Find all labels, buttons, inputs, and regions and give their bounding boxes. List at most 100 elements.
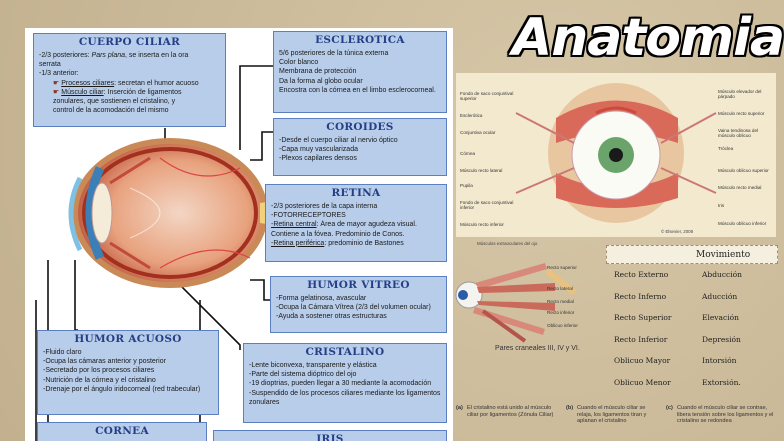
- movimiento-header: Movimiento: [696, 250, 751, 260]
- cuerpo-ciliar-title: CUERPO CILIAR: [78, 36, 181, 48]
- retina-box: RETINA -2/3 posteriores de la capa inter…: [265, 184, 447, 262]
- diagram-label: Músculo recto lateral: [460, 168, 503, 173]
- cuerpo-ciliar-line: zonulares, que sostienen el cristalino, …: [53, 98, 176, 106]
- movimiento-action: Depresión: [702, 334, 741, 344]
- cuerpo-ciliar-line: serrata: [39, 61, 61, 69]
- movimiento-action: Elevación: [702, 313, 739, 322]
- iris-box: IRIS: [213, 430, 447, 441]
- diagram-label: Músculo elevador del párpado: [718, 89, 762, 100]
- diagram-label: Músculo recto inferior: [460, 222, 504, 227]
- humor-vitreo-title: HUMOR VITREO: [307, 279, 410, 291]
- orbit-diagram-image: [515, 83, 717, 223]
- humor-acuoso-line: -Ocupa las cámaras anterior y posterior: [43, 358, 166, 366]
- caption-tag: (a): [456, 405, 463, 411]
- caption-text: El cristalino está unido al músculo cili…: [467, 405, 554, 418]
- diagram-label: Esclerótica: [460, 113, 483, 118]
- caption-tag: (c): [666, 405, 673, 411]
- esclerotica-line: 5/6 posteriores de la túnica externa: [279, 50, 389, 57]
- caption-text: Cuando el músculo ciliar se relaja, los …: [577, 405, 647, 425]
- humor-acuoso-line: -Fluido claro: [43, 349, 82, 356]
- retina-line: -Retina central: Área de mayor agudeza v…: [271, 221, 417, 229]
- retina-line: -FOTORRECEPTORES: [271, 212, 346, 220]
- diagram-label: Tróclea: [718, 146, 734, 151]
- movimiento-header-box: [606, 245, 778, 264]
- page-title: Anatomia: [512, 8, 784, 68]
- coroides-title: COROIDES: [326, 121, 394, 133]
- diagram-label: Fondo de saco conjuntival superior: [460, 91, 514, 102]
- muscle-label: Oblicuo inferior: [547, 323, 578, 328]
- cuerpo-ciliar-box: CUERPO CILIAR -2/3 posteriores: Pars pla…: [33, 33, 226, 127]
- hand-pointer-icon: ☛: [53, 79, 62, 87]
- cuerpo-ciliar-bullet: ☛ Procesos ciliares: secretan el humor a…: [53, 79, 199, 87]
- cristalino-line: -Suspendido de los procesos ciliares med…: [249, 389, 441, 406]
- cristalino-line: -Parte del sistema dióptrico del ojo: [249, 371, 357, 379]
- muscle-label: Recto inferior: [547, 310, 575, 315]
- cuerpo-ciliar-bullet: ☛ Músculo ciliar: Inserción de ligamento…: [53, 88, 182, 96]
- muscle-label: Recto medial: [547, 299, 574, 304]
- movimiento-action: Intorsión: [702, 356, 737, 365]
- movimiento-muscle: Recto Inferior: [614, 334, 668, 344]
- movimiento-muscle: Recto Superior: [614, 313, 672, 322]
- diagram-label: Músculo oblicuo superior: [718, 168, 769, 173]
- cristalino-title: CRISTALINO: [305, 346, 385, 358]
- movimiento-muscle: Oblicuo Menor: [614, 377, 671, 387]
- humor-acuoso-line: -Drenaje por el ángulo iridocorneal (red…: [43, 385, 201, 393]
- diagram-label: Córnea: [460, 151, 476, 156]
- diagram-label: Músculo oblicuo inferior: [718, 221, 767, 226]
- cuerpo-ciliar-line: -1/3 anterior:: [39, 70, 79, 78]
- humor-acuoso-line: -Nutrición de la córnea y el cristalino: [43, 376, 156, 384]
- coroides-line: -Capa muy vascularizada: [279, 146, 358, 154]
- muscle-label: Recto lateral: [547, 286, 573, 291]
- esclerotica-line: Membrana de protección: [279, 68, 357, 76]
- cuerpo-ciliar-line: control de la acomodación del mismo: [53, 107, 169, 115]
- diagram-label: Fondo de saco conjuntival inferior: [460, 200, 514, 211]
- diagram-label: Pupila: [460, 183, 473, 188]
- movimiento-muscle: Oblicuo Mayor: [614, 356, 671, 365]
- humor-vitreo-line: -Forma gelatinosa, avascular: [276, 295, 367, 302]
- diagram-credit: © Elsevier, 2008: [661, 229, 694, 234]
- retina-line: Contiene a la fóvea. Predominio de Conos…: [271, 230, 405, 238]
- humor-vitreo-line: -Ayuda a sostener otras estructuras: [276, 313, 387, 321]
- cornea-box: CORNEA: [37, 422, 207, 441]
- diagram-label: Iris: [718, 203, 725, 208]
- humor-vitreo-line: -Ocupa la Cámara Vítrea (2/3 del volumen…: [276, 304, 431, 312]
- movimiento-action: Abducción: [702, 270, 742, 279]
- humor-vitreo-box: HUMOR VITREO -Forma gelatinosa, avascula…: [270, 276, 447, 333]
- cornea-title: CORNEA: [95, 425, 149, 437]
- movimiento-action: Aducción: [702, 291, 738, 301]
- retina-title: RETINA: [331, 187, 381, 199]
- cuerpo-ciliar-line: -2/3 posteriores: Pars plana, se inserta…: [39, 52, 189, 59]
- pares-craneales: Pares craneales III, IV y VI.: [495, 345, 580, 352]
- iris-title: IRIS: [316, 433, 344, 441]
- muscles-header: Músculos extraoculares del ojo: [477, 241, 538, 246]
- movimiento-muscle: Recto Inferno: [614, 291, 667, 301]
- diagram-label: Músculo recto medial: [718, 185, 762, 190]
- retina-line: -2/3 posteriores de la capa interna: [271, 203, 378, 210]
- esclerotica-box: ESCLEROTICA 5/6 posteriores de la túnica…: [273, 31, 447, 113]
- humor-acuoso-box: HUMOR ACUOSO -Fluido claro -Ocupa las cá…: [37, 330, 219, 415]
- humor-acuoso-title: HUMOR ACUOSO: [74, 333, 182, 345]
- diagram-label: Conjuntiva ocular: [460, 130, 496, 135]
- caption-tag: (b): [566, 405, 574, 411]
- hand-pointer-icon: ☛: [53, 88, 62, 96]
- movimiento-muscle: Recto Externo: [614, 270, 669, 279]
- coroides-box: COROIDES -Desde el cuerpo ciliar al nerv…: [273, 118, 447, 176]
- cristalino-line: -19 dioptrias, pueden llegar a 30 median…: [249, 380, 432, 388]
- eye-cross-section-image: [68, 138, 280, 288]
- coroides-line: -Plexos capilares densos: [279, 155, 357, 163]
- muscle-label: Recto superior: [547, 265, 577, 270]
- retina-line: -Retina periférica: predominio de Baston…: [271, 239, 404, 247]
- esclerotica-line: Color blanco: [279, 59, 319, 67]
- caption-text: Cuando el músculo ciliar se contrae, lib…: [677, 405, 774, 425]
- esclerotica-title: ESCLEROTICA: [315, 34, 405, 46]
- cristalino-line: -Lente biconvexa, transparente y elástic…: [249, 362, 377, 369]
- esclerotica-line: Encostra con la córnea en el limbo escle…: [279, 86, 436, 94]
- coroides-line: -Desde el cuerpo ciliar al nervio óptico: [279, 137, 398, 144]
- movimiento-action: Extorsión.: [702, 377, 741, 387]
- cristalino-box: CRISTALINO -Lente biconvexa, transparent…: [243, 343, 447, 423]
- extraocular-muscles-image: [455, 263, 577, 343]
- diagram-label: Vaina tendinosa del músculo oblicuo: [718, 128, 759, 139]
